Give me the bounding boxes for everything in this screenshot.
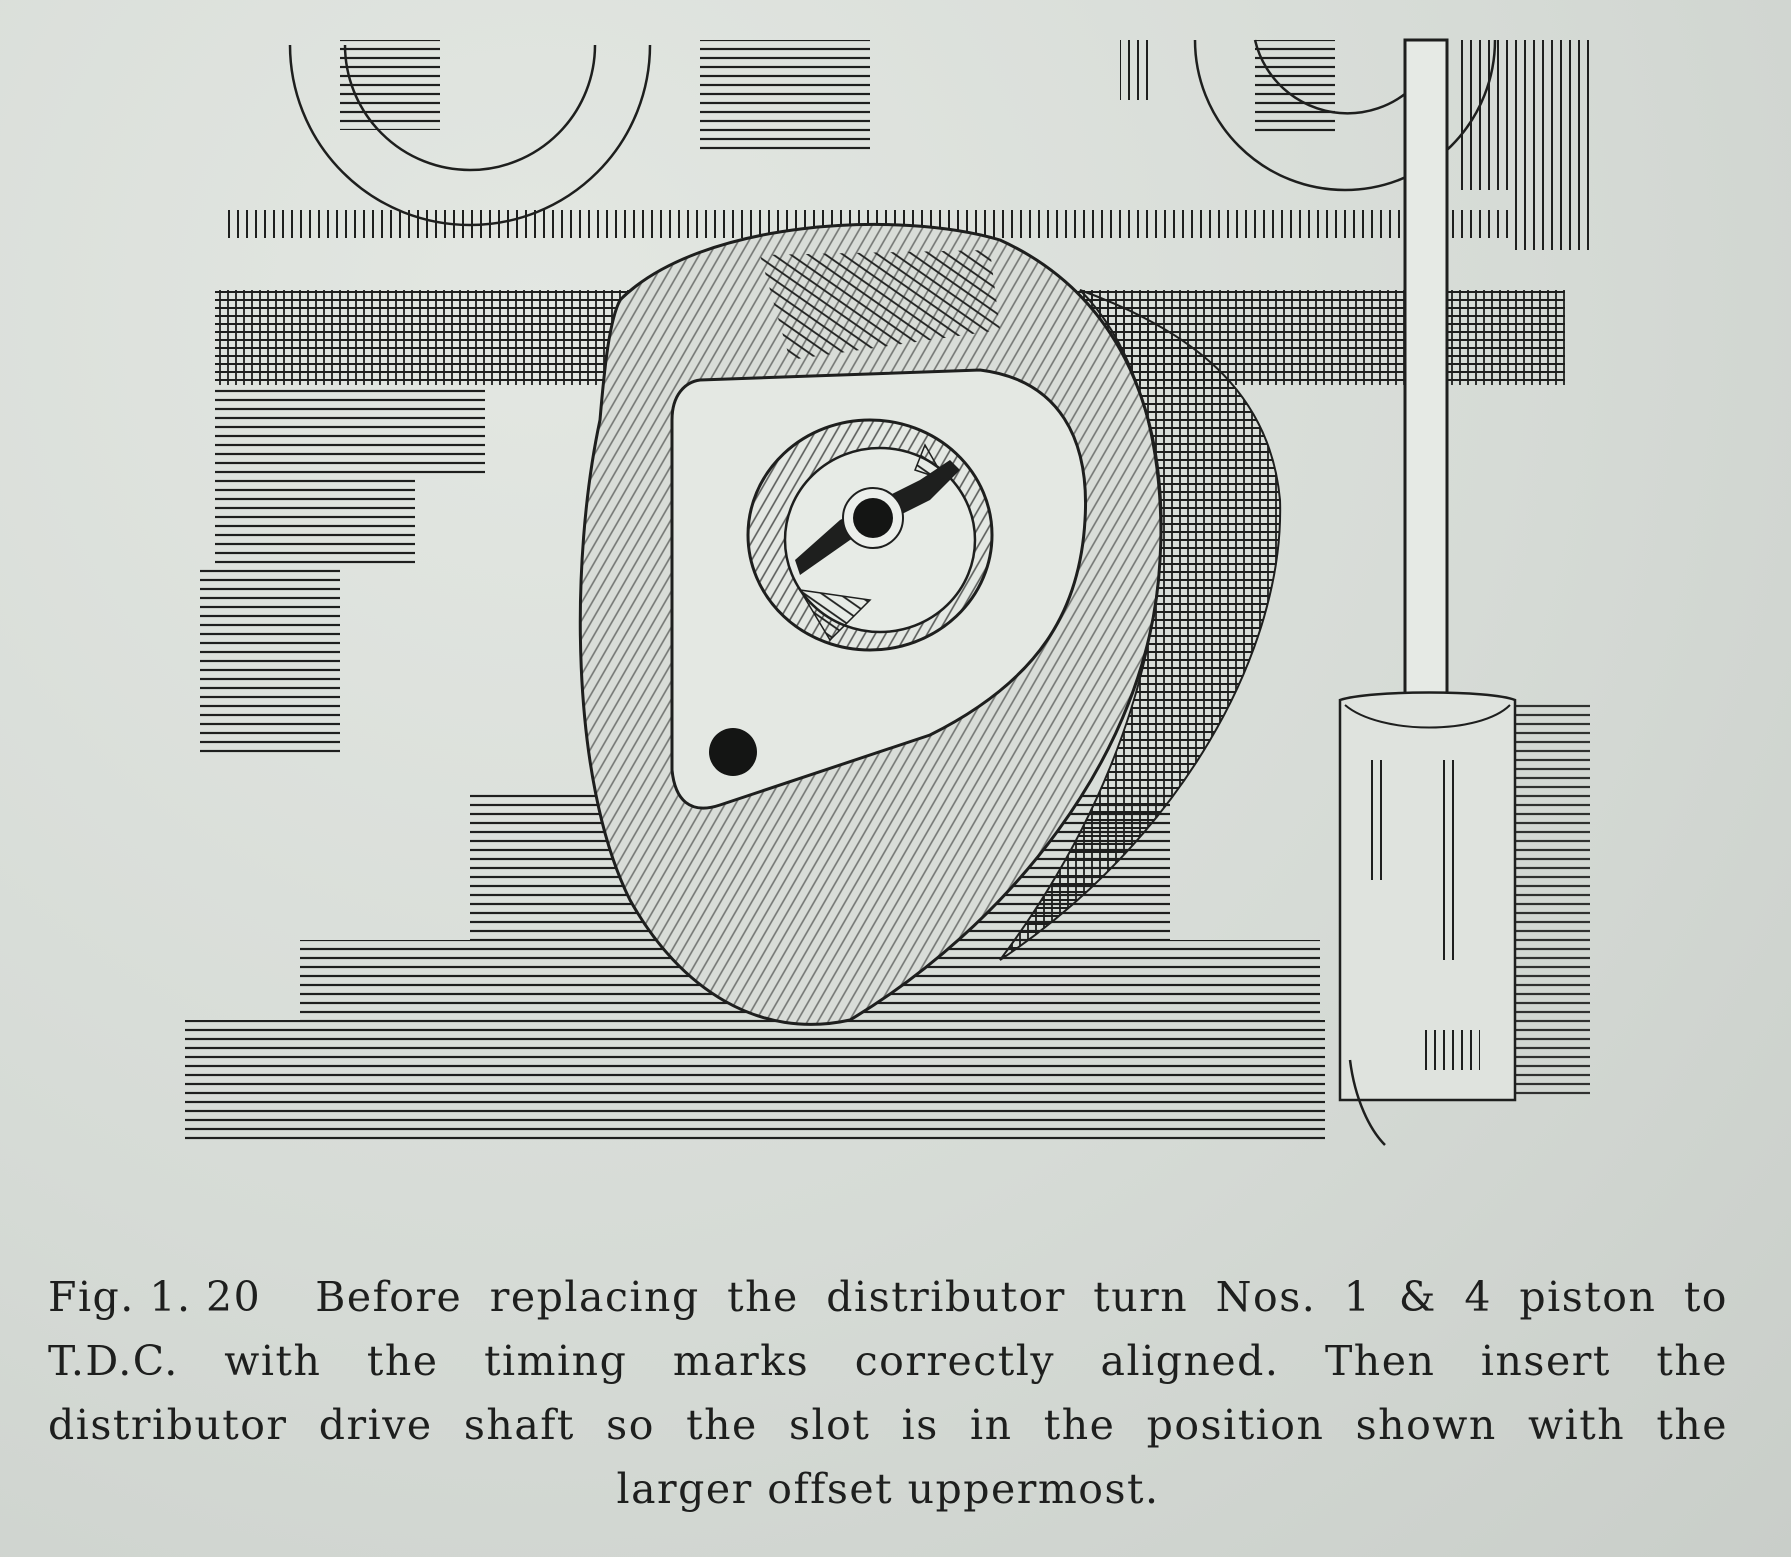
flange-bolt-hole <box>709 728 757 776</box>
top-left-arch <box>288 40 870 227</box>
caption-line-2: T.D.C. with the timing marks correctly a… <box>48 1337 1728 1385</box>
left-block-hatching <box>200 385 485 755</box>
caption-line-1: Fig. 1. 20 Before replacing the distribut… <box>48 1265 1728 1329</box>
figure-label: Fig. 1. 20 <box>48 1273 262 1321</box>
drive-shaft-slot <box>795 443 960 642</box>
distributor-illustration <box>185 38 1595 1146</box>
drive-shaft-bore <box>746 418 994 652</box>
figure-caption: Fig. 1. 20 Before replacing the distribut… <box>48 1265 1728 1521</box>
oil-pump-rod <box>1338 38 1517 1146</box>
caption-text-1: Before replacing the distributor turn No… <box>315 1273 1728 1321</box>
caption-line-4: larger offset uppermost. <box>616 1465 1160 1513</box>
caption-line-3: distributor drive shaft so the slot is i… <box>48 1401 1728 1449</box>
